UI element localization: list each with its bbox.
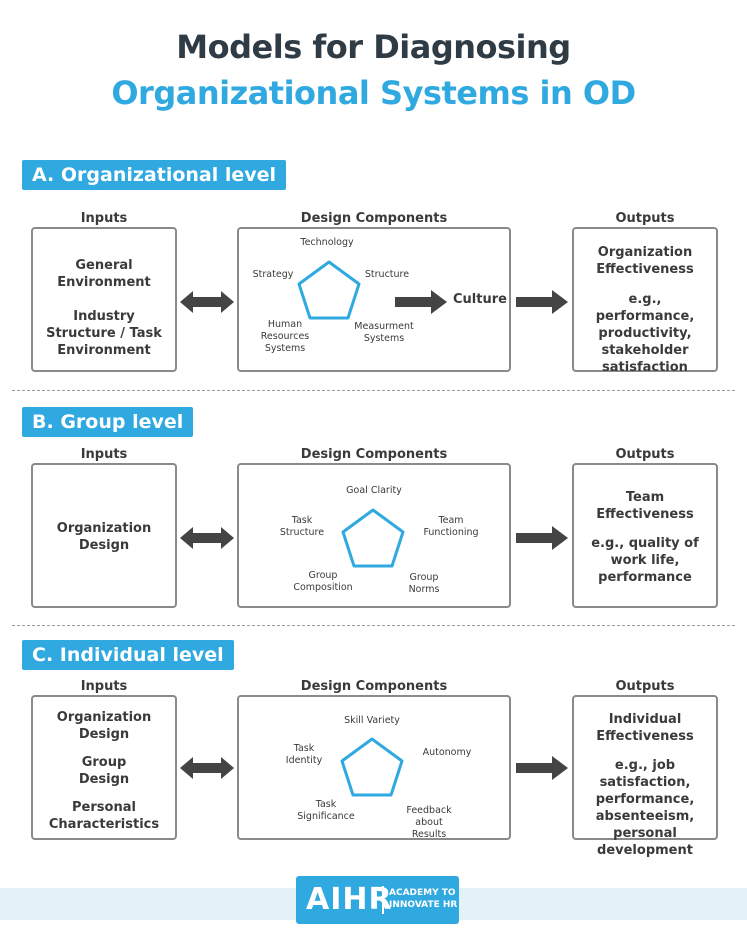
- section-c-input-3: Personal Characteristics: [48, 800, 160, 832]
- section-c-component-4: Task Significance: [297, 799, 355, 822]
- section-c-component-3: Feedback about Results: [406, 805, 452, 840]
- section-divider-1: [12, 390, 735, 391]
- section-c-output-arrow: [516, 756, 568, 780]
- logo-tagline-2: INNOVATE HR: [389, 900, 458, 910]
- section-c-input-2: Group Design: [78, 755, 130, 787]
- section-c-inputs-box: Organization Design Group Design Persona…: [31, 695, 177, 840]
- section-b-inputs-header: Inputs: [80, 447, 128, 462]
- section-c-component-1: Skill Variety: [344, 715, 400, 726]
- section-a-pentagon: [297, 260, 361, 320]
- section-c-outputs-box: Individual Effectiveness e.g., job satis…: [572, 695, 718, 858]
- section-a-component-1: Technology: [300, 237, 354, 248]
- section-divider-2: [12, 625, 735, 626]
- section-c-pentagon: [340, 737, 404, 797]
- section-c-outputs-header: Outputs: [615, 679, 675, 694]
- section-c-input-1: Organization Design: [56, 710, 152, 742]
- section-b-component-5: Task Structure: [279, 515, 325, 538]
- section-b-input-1: Organization Design: [56, 521, 152, 553]
- section-b-output-2: e.g., quality of work life, performance: [591, 536, 699, 585]
- section-a-outputs-box: Organization Effectiveness e.g., perform…: [572, 227, 718, 375]
- section-b-component-2: Team Functioning: [423, 515, 479, 538]
- logo-tagline-1: ACADEMY TO: [389, 888, 456, 898]
- section-a-component-4: Human Resources Systems: [260, 319, 310, 354]
- section-b-outputs-header: Outputs: [615, 447, 675, 462]
- section-a-outputs-header: Outputs: [615, 211, 675, 226]
- section-a-output-1: Organization Effectiveness: [596, 245, 694, 277]
- section-a-design-header: Design Components: [300, 211, 448, 226]
- section-c-output-1: Individual Effectiveness: [596, 712, 694, 744]
- section-c-double-arrow: [180, 757, 234, 779]
- section-a-input-2: Industry Structure / Task Environment: [46, 309, 162, 358]
- logo-name: AIHR: [306, 882, 393, 917]
- section-a-culture-arrow: [395, 290, 447, 314]
- section-a-component-2: Structure: [364, 269, 410, 280]
- section-a-component-5: Strategy: [252, 269, 294, 280]
- logo-separator: [382, 886, 384, 914]
- section-b-design-header: Design Components: [300, 447, 448, 462]
- section-b-component-1: Goal Clarity: [346, 485, 402, 496]
- section-b-pentagon: [341, 508, 405, 568]
- section-a-double-arrow: [180, 291, 234, 313]
- section-a-culture: Culture: [453, 292, 507, 307]
- section-a-inputs-header: Inputs: [80, 211, 128, 226]
- section-b-design-box: Goal Clarity Team Functioning Group Norm…: [237, 463, 511, 608]
- section-c-component-5: Task Identity: [285, 743, 323, 766]
- section-a-output-arrow: [516, 290, 568, 314]
- section-b-badge: B. Group level: [22, 407, 194, 437]
- section-a-input-1: General Environment: [57, 258, 151, 290]
- section-b-output-arrow: [516, 526, 568, 550]
- section-b-double-arrow: [180, 527, 234, 549]
- section-a-component-3: Measurment Systems: [354, 321, 414, 344]
- section-c-component-2: Autonomy: [422, 747, 472, 758]
- section-a-output-2: e.g., performance, productivity, stakeho…: [595, 292, 695, 375]
- aihr-logo: AIHR ACADEMY TO INNOVATE HR: [296, 876, 459, 924]
- section-c-design-header: Design Components: [300, 679, 448, 694]
- section-c-design-box: Skill Variety Autonomy Feedback about Re…: [237, 695, 511, 840]
- section-a-design-box: Technology Structure Measurment Systems …: [237, 227, 511, 372]
- section-c-badge: C. Individual level: [22, 640, 234, 670]
- section-b-inputs-box: Organization Design: [31, 463, 177, 608]
- section-c-output-2: e.g., job satisfaction, performance, abs…: [595, 758, 695, 858]
- page-title-line-1: Models for Diagnosing: [176, 28, 571, 66]
- section-b-output-1: Team Effectiveness: [596, 490, 694, 522]
- page-title-line-2: Organizational Systems in OD: [111, 74, 636, 112]
- section-c-inputs-header: Inputs: [80, 679, 128, 694]
- section-a-badge: A. Organizational level: [22, 160, 287, 190]
- section-b-component-3: Group Norms: [408, 572, 440, 595]
- section-b-outputs-box: Team Effectiveness e.g., quality of work…: [572, 463, 718, 608]
- section-a-inputs-box: General Environment Industry Structure /…: [31, 227, 177, 372]
- section-b-component-4: Group Composition: [293, 570, 353, 593]
